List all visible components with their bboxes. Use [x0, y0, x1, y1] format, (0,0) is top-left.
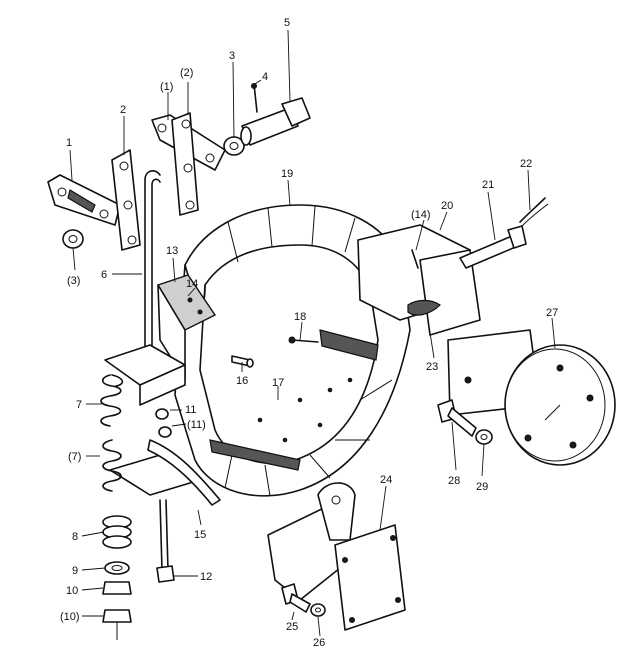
label-24: 24: [380, 474, 392, 486]
label-2: 2: [120, 104, 126, 116]
brake-band-19: [174, 204, 411, 497]
bolt-21: [459, 225, 527, 269]
label-11: 11: [185, 404, 196, 416]
label-15: 15: [194, 529, 206, 541]
base-bracket: [104, 344, 201, 496]
label-22: 22: [520, 158, 532, 170]
label-1: 1: [66, 137, 72, 149]
housing-27: [447, 329, 616, 466]
label-6: 6: [101, 269, 107, 281]
label-27: 27: [546, 307, 558, 319]
label-20: 20: [441, 200, 453, 212]
label-28: 28: [448, 475, 460, 487]
washer-stack-8-9-10: [102, 515, 132, 640]
bracket-2: [111, 149, 141, 251]
label-8: 8: [72, 531, 78, 543]
label-2-paren: (2): [180, 67, 193, 79]
shoe-block-13: [156, 274, 217, 381]
label-18: 18: [294, 311, 306, 323]
bracket-20: [357, 224, 481, 336]
label-16: 16: [236, 375, 248, 387]
bolt-12: [156, 499, 175, 583]
label-17: 17: [272, 377, 284, 389]
label-11-paren: (11): [187, 419, 206, 431]
label-1-paren: (1): [160, 81, 173, 93]
label-19: 19: [281, 168, 293, 180]
label-29: 29: [476, 481, 488, 493]
spring-7-second: [102, 439, 122, 492]
label-7: 7: [76, 399, 82, 411]
wire-22: [519, 197, 549, 227]
link-1-2: [151, 112, 226, 216]
label-10: 10: [66, 585, 78, 597]
label-5: 5: [284, 17, 290, 29]
washer-26: [310, 603, 326, 617]
label-14: 14: [186, 278, 198, 290]
label-14-paren: (14): [411, 209, 431, 221]
nut-11: [155, 408, 172, 438]
washer-29: [475, 429, 493, 445]
label-13: 13: [166, 245, 178, 257]
label-25: 25: [286, 621, 298, 633]
washer-3-left: [62, 229, 84, 249]
pin-4: [251, 83, 258, 113]
rod-6: [144, 170, 161, 351]
label-21: 21: [482, 179, 494, 191]
label-4: 4: [262, 71, 268, 83]
label-7-paren: (7): [68, 451, 81, 463]
bolt-25: [281, 583, 311, 613]
label-3-paren: (3): [67, 275, 80, 287]
bracket-24: [267, 482, 406, 631]
screw-16: [231, 355, 254, 368]
part-labels: 1 2 (1) (2) 3 4 5 (3) 6 13 14 19 (14) 20…: [60, 17, 558, 649]
label-10-paren: (10): [60, 611, 80, 623]
bolt-5: [240, 97, 311, 146]
label-23: 23: [426, 361, 438, 373]
label-9: 9: [72, 565, 78, 577]
bolt-28: [437, 399, 477, 437]
lever-1: [47, 174, 121, 226]
label-26: 26: [313, 637, 325, 649]
label-12: 12: [200, 571, 212, 583]
spring-7: [100, 374, 124, 427]
screw-18: [288, 336, 319, 344]
leader-lines: [69, 29, 556, 637]
strap-15: [147, 439, 221, 506]
label-3: 3: [229, 50, 235, 62]
